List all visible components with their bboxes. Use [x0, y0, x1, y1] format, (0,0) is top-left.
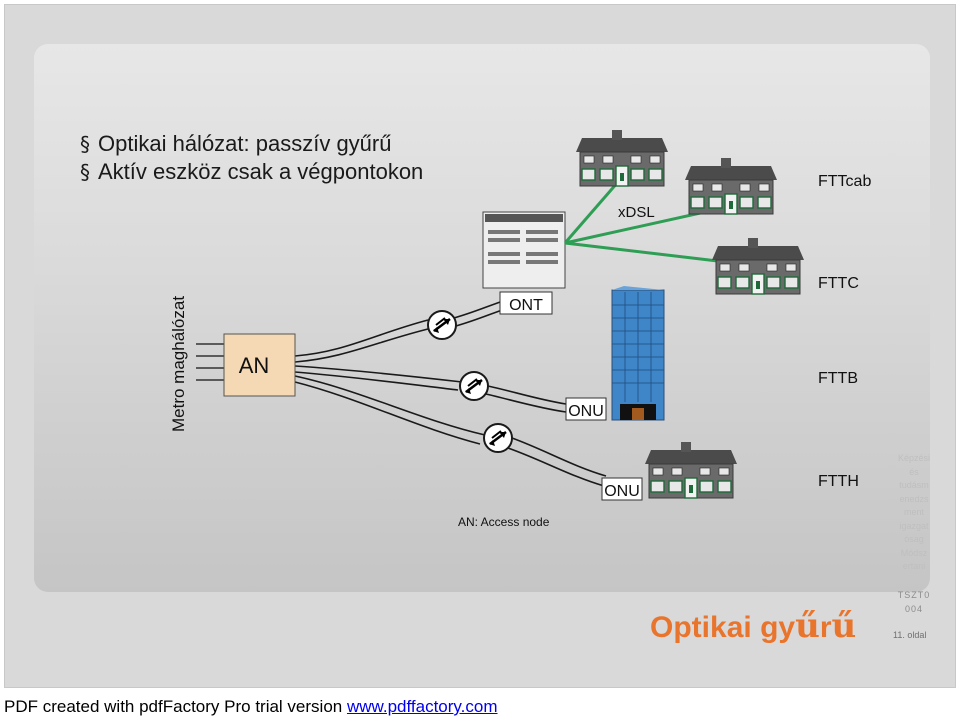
- footer-title-text: Optikai gyűrű: [650, 606, 857, 646]
- side-note-line: Képzési: [897, 453, 931, 463]
- metro-core-label: Metro maghálózat: [169, 296, 188, 432]
- slide-id-line: 004: [904, 604, 924, 614]
- metro-links: [196, 343, 224, 381]
- bullet-text: Optikai hálózat: passzív gyűrű: [98, 131, 392, 156]
- house-icon: [644, 441, 738, 499]
- fttb-label: FTTB: [818, 370, 858, 387]
- side-note-line: ósag: [904, 534, 924, 544]
- onu-box-building: [565, 397, 607, 421]
- onu-label-house: ONU: [604, 483, 640, 500]
- onu-box-house: [601, 477, 643, 501]
- diagram-legend: AN: Access node: [458, 515, 550, 529]
- fttc-label: FTTC: [818, 275, 859, 292]
- house-icon: [684, 157, 778, 215]
- bullet-item: § Optikai hálózat: passzív gyűrű: [80, 130, 423, 158]
- bullet-item: § Aktív eszköz csak a végpontokon: [80, 158, 423, 186]
- ont-label-box: [499, 291, 553, 315]
- house-icon: [711, 237, 805, 295]
- pdf-footer-link[interactable]: www.pdffactory.com: [346, 697, 498, 716]
- side-note-line: Módsz: [900, 547, 928, 558]
- optical-splitter-icon: [482, 422, 514, 454]
- optical-splitter-icon: [458, 370, 490, 402]
- fttcab-label: FTTcab: [818, 173, 871, 190]
- bullet-list: § Optikai hálózat: passzív gyűrű § Aktív…: [80, 130, 423, 186]
- side-note-line: ertani: [902, 561, 926, 571]
- side-note-line: és: [909, 466, 919, 477]
- slide-footer-title: Optikai gyűrű: [650, 606, 856, 646]
- street-cabinet-icon: [482, 211, 566, 289]
- page-number: 11. oldal: [893, 630, 927, 640]
- section-bullet-icon: §: [80, 132, 90, 156]
- xdsl-label: xDSL: [618, 204, 655, 221]
- side-note-line: ment: [903, 507, 924, 517]
- pdf-footer: PDF created with pdfFactory Pro trial ve…: [0, 696, 960, 718]
- section-bullet-icon: §: [80, 160, 90, 184]
- slide-id-line: TSZT0: [897, 590, 931, 600]
- optical-splitter-icon: [426, 309, 458, 341]
- access-node-box: [223, 333, 296, 397]
- onu-label-building: ONU: [568, 403, 604, 420]
- ftth-label: FTTH: [818, 473, 859, 490]
- access-node-label: AN: [239, 353, 270, 378]
- bullet-text: Aktív eszköz csak a végpontokon: [98, 159, 424, 184]
- side-note-line: enedzs: [899, 493, 929, 504]
- side-note-line: igazgat: [899, 520, 929, 531]
- slide-id: TSZT0 004: [896, 588, 932, 616]
- house-icon: [575, 129, 669, 187]
- side-note-line: tudásm: [899, 480, 929, 490]
- side-note: Képzési és tudásm enedzs ment igazgat ós…: [896, 452, 932, 574]
- pdf-footer-text: PDF created with pdfFactory Pro trial ve…: [4, 697, 343, 716]
- ont-label: ONT: [509, 297, 543, 314]
- office-building-icon: [611, 286, 665, 421]
